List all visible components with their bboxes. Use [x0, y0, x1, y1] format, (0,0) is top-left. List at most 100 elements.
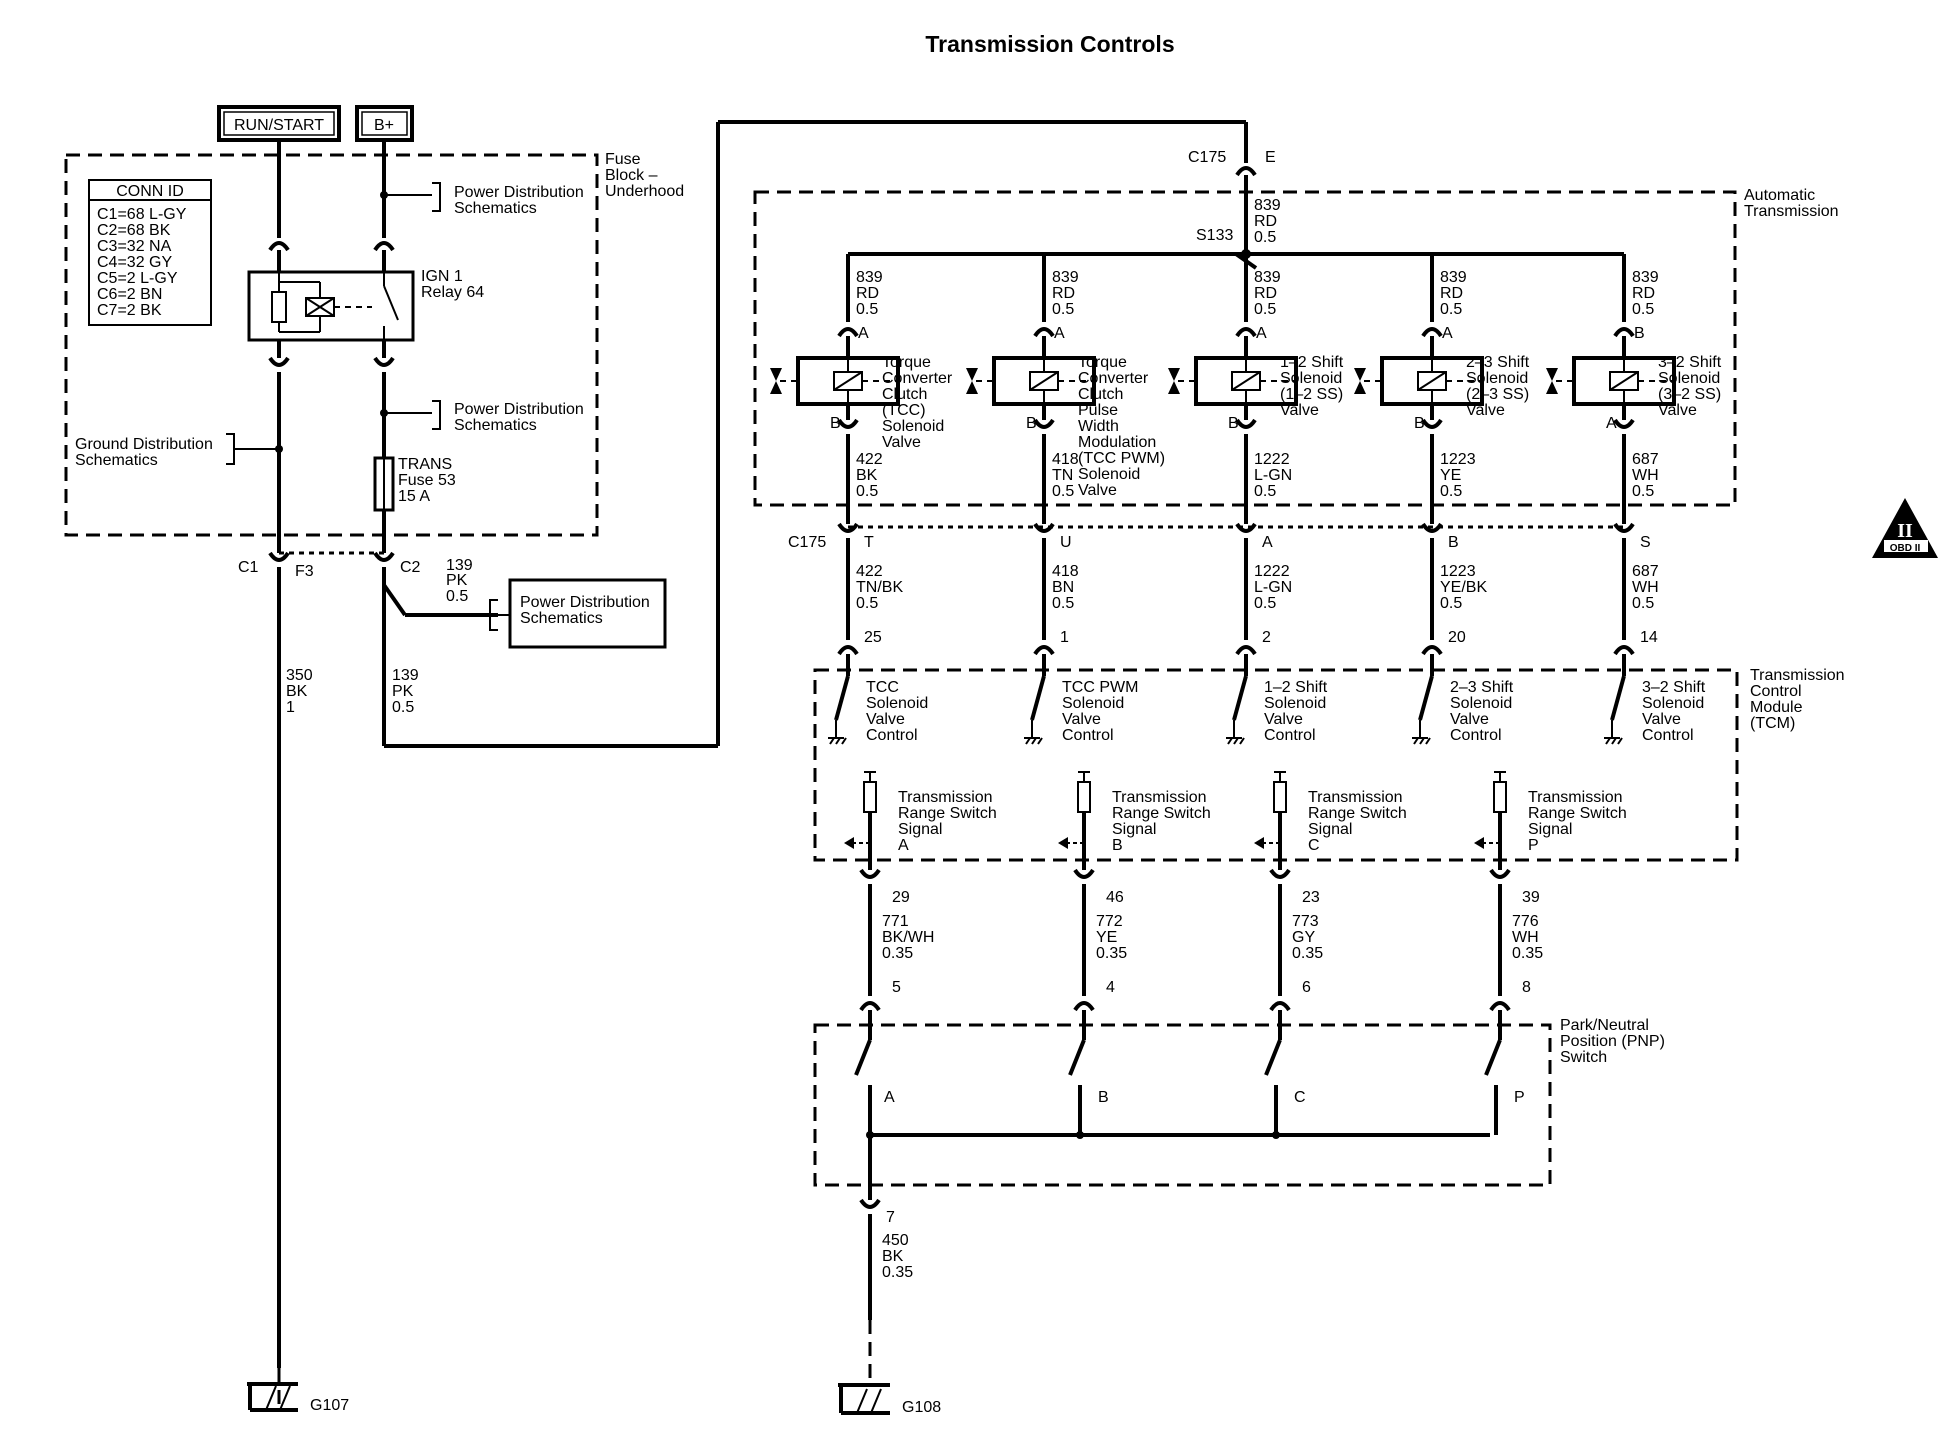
svg-text:C5=2 L-GY: C5=2 L-GY	[97, 270, 178, 287]
connector-pin-label: U	[1060, 534, 1072, 551]
signal-arrow-icon	[1058, 837, 1068, 849]
svg-text:C7=2 BK: C7=2 BK	[97, 302, 162, 319]
tcm-boundary	[813, 668, 1739, 862]
connector-pin-label: T	[864, 534, 874, 551]
signal-arrow-icon	[1474, 837, 1484, 849]
pullup-resistor-icon	[1493, 781, 1507, 813]
run-start-source: RUN/START	[217, 105, 341, 142]
tcm-pin-label: 2	[1262, 629, 1271, 646]
ground-g107-icon: G107	[247, 1382, 349, 1414]
tcm-pin-label: 14	[1640, 629, 1658, 646]
ground-g108-icon: G108	[838, 1383, 941, 1416]
ground-g107-label: G107	[310, 1397, 349, 1414]
pnp-contact-label: A	[884, 1089, 895, 1106]
ground-g108-label: G108	[902, 1399, 941, 1416]
tcm-pin-label: 25	[864, 629, 882, 646]
diagram-title: Transmission Controls	[925, 31, 1174, 57]
run-start-label: RUN/START	[234, 117, 324, 134]
pullup-resistor-icon	[863, 781, 877, 813]
fuse-block-label: Fuse Block – Underhood	[605, 151, 684, 200]
svg-text:C3=32 NA: C3=32 NA	[97, 238, 172, 255]
pullup-resistor-icon	[1273, 781, 1287, 813]
f3-label: F3	[295, 563, 314, 580]
svg-text:OBD II: OBD II	[1890, 543, 1921, 554]
b-plus-source: B+	[355, 105, 414, 142]
svg-text:C2=68 BK: C2=68 BK	[97, 222, 171, 239]
valve-icon	[966, 368, 978, 381]
pin-out-label: B	[1026, 415, 1037, 432]
pnp-boundary	[813, 1023, 1552, 1187]
pin-in-label: A	[858, 325, 869, 342]
tcm-pin-label: 39	[1522, 889, 1540, 906]
tcm-pin-label: 1	[1060, 629, 1069, 646]
tcm-pin-label: 20	[1448, 629, 1466, 646]
pnp-contact-label: C	[1294, 1089, 1306, 1106]
svg-text:C6=2 BN: C6=2 BN	[97, 286, 162, 303]
tcm-pin-label: 29	[892, 889, 910, 906]
c1-label: C1	[238, 559, 259, 576]
b-plus-wire	[373, 120, 1246, 748]
run-start-wire	[268, 140, 290, 1410]
connector-pin-label: A	[1262, 534, 1273, 551]
pullup-resistor-icon	[1077, 781, 1091, 813]
pnp-pin-label: 8	[1522, 979, 1531, 996]
connector-pin-label: S	[1640, 534, 1651, 551]
pin-in-label: A	[1256, 325, 1267, 342]
valve-icon	[770, 368, 782, 381]
signal-arrow-icon	[1254, 837, 1264, 849]
b-plus-label: B+	[374, 117, 394, 134]
c175-bottom-label: C175	[788, 534, 826, 551]
valve-icon	[1354, 368, 1366, 381]
obd-ii-badge: II OBD II	[1872, 498, 1938, 558]
conn-id-table: CONN ID C1=68 L-GY C2=68 BK C3=32 NA C4=…	[88, 179, 212, 326]
svg-text:C4=32 GY: C4=32 GY	[97, 254, 172, 271]
relay-label: IGN 1 Relay 64	[421, 268, 484, 301]
c175-top-label: C175	[1188, 149, 1226, 166]
svg-text:7: 7	[886, 1209, 895, 1226]
